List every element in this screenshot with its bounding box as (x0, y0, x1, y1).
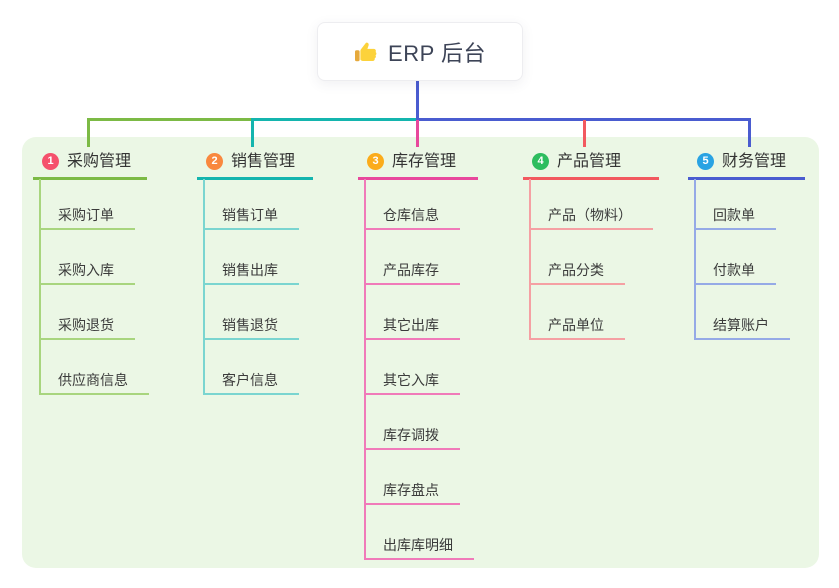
branch-drop-line (416, 120, 419, 147)
child-trunk-line (529, 179, 531, 340)
child-underline (694, 338, 790, 340)
child-underline (39, 228, 135, 230)
branch-number-badge: 5 (697, 153, 714, 170)
child-underline (694, 228, 776, 230)
child-node[interactable]: 产品单位 (548, 317, 604, 333)
bus-segment-teal (251, 118, 418, 121)
child-underline (364, 228, 460, 230)
child-node[interactable]: 采购订单 (58, 207, 114, 223)
child-node[interactable]: 产品分类 (548, 262, 604, 278)
branch-drop-line (748, 120, 751, 147)
child-node[interactable]: 供应商信息 (58, 372, 128, 388)
root-title: ERP 后台 (388, 40, 486, 66)
child-underline (39, 393, 149, 395)
branch-title[interactable]: 采购管理 (67, 153, 132, 170)
child-trunk-line (39, 179, 41, 395)
child-node[interactable]: 销售出库 (222, 262, 278, 278)
child-node[interactable]: 付款单 (713, 262, 755, 278)
child-underline (39, 338, 135, 340)
child-node[interactable]: 其它入库 (383, 372, 439, 388)
root-connector (416, 81, 419, 118)
child-underline (364, 393, 460, 395)
branch-number-badge: 4 (532, 153, 549, 170)
child-underline (364, 448, 460, 450)
child-node[interactable]: 出库库明细 (383, 537, 453, 553)
branch-drop-line (251, 120, 254, 147)
child-underline (529, 228, 653, 230)
child-underline (529, 283, 625, 285)
branch-title-underline (197, 177, 313, 180)
child-trunk-line (364, 179, 366, 560)
branch-drop-line (87, 120, 90, 147)
branch-drop-line (583, 120, 586, 147)
child-underline (203, 393, 299, 395)
child-underline (364, 283, 460, 285)
child-underline (694, 283, 776, 285)
child-node[interactable]: 库存盘点 (383, 482, 439, 498)
thumbs-up-icon (355, 42, 377, 61)
branch-number-badge: 1 (42, 153, 59, 170)
child-node[interactable]: 产品库存 (383, 262, 439, 278)
child-underline (529, 338, 625, 340)
child-node[interactable]: 客户信息 (222, 372, 278, 388)
child-node[interactable]: 仓库信息 (383, 207, 439, 223)
branch-title-underline (523, 177, 659, 180)
child-node[interactable]: 采购退货 (58, 317, 114, 333)
child-node[interactable]: 销售退货 (222, 317, 278, 333)
branch-number-badge: 3 (367, 153, 384, 170)
branches-panel (22, 137, 819, 568)
branch-title[interactable]: 销售管理 (231, 153, 296, 170)
child-underline (39, 283, 135, 285)
child-node[interactable]: 库存调拨 (383, 427, 439, 443)
child-underline (203, 283, 299, 285)
child-node[interactable]: 产品（物料） (548, 207, 632, 223)
child-trunk-line (694, 179, 696, 340)
child-node[interactable]: 销售订单 (222, 207, 278, 223)
branch-title[interactable]: 库存管理 (392, 153, 457, 170)
child-underline (364, 558, 474, 560)
branch-title-underline (688, 177, 805, 180)
child-trunk-line (203, 179, 205, 395)
branch-title[interactable]: 产品管理 (557, 153, 622, 170)
branch-title[interactable]: 财务管理 (722, 153, 787, 170)
child-underline (203, 228, 299, 230)
root-node[interactable]: ERP 后台 (317, 22, 523, 81)
child-node[interactable]: 结算账户 (713, 317, 769, 333)
branch-number-badge: 2 (206, 153, 223, 170)
child-node[interactable]: 其它出库 (383, 317, 439, 333)
child-underline (203, 338, 299, 340)
child-underline (364, 503, 460, 505)
child-node[interactable]: 采购入库 (58, 262, 114, 278)
child-underline (364, 338, 460, 340)
bus-segment-blue (416, 118, 751, 121)
bus-segment-green (87, 118, 253, 121)
child-node[interactable]: 回款单 (713, 207, 755, 223)
branch-title-underline (33, 177, 147, 180)
branch-title-underline (358, 177, 478, 180)
